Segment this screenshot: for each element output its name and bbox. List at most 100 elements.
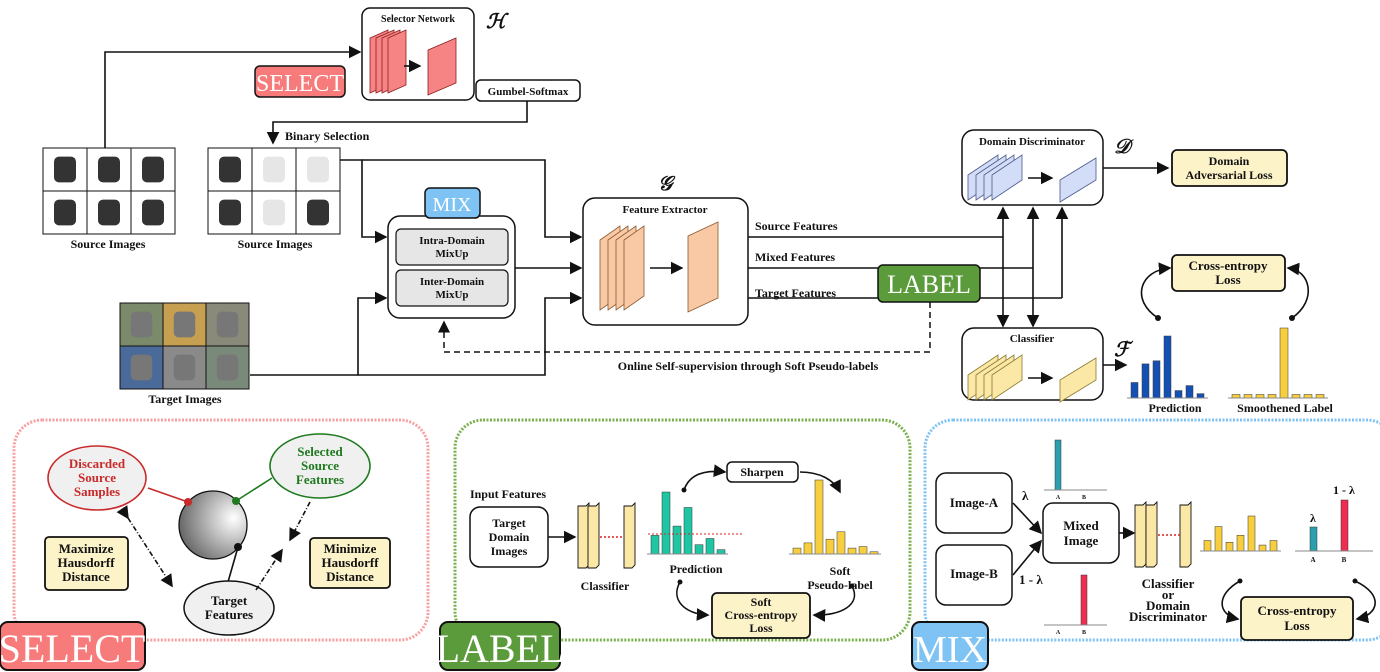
image-thumbnail <box>251 147 297 192</box>
bar <box>716 549 726 555</box>
select-panel <box>12 418 430 642</box>
discriminator-symbol: 𝒟 <box>1114 134 1134 158</box>
object-silhouette <box>142 156 164 183</box>
svg-text:Sharpen: Sharpen <box>740 465 784 479</box>
mixed-label-chart: λ 1 - λ A B <box>1295 483 1373 564</box>
mix-panel <box>923 418 1380 642</box>
pseudo-label-bars <box>789 479 881 555</box>
bar <box>1203 540 1212 552</box>
label-badge-top: LABEL <box>877 264 981 303</box>
select-badge-top: SELECT <box>254 65 346 98</box>
gumbel-softmax-box: Gumbel-Softmax <box>475 79 581 102</box>
source-features-label: Source Features <box>755 219 838 233</box>
bar <box>1236 535 1245 552</box>
target-images-grid <box>119 302 250 390</box>
feature-extractor-symbol: 𝒢 <box>658 171 676 195</box>
svg-text:LABEL: LABEL <box>887 270 971 299</box>
svg-text:Image-A: Image-A <box>950 495 999 510</box>
svg-text:Selector Network: Selector Network <box>381 14 455 25</box>
target-features-label: Target Features <box>755 286 836 300</box>
classifier: Classifier <box>961 327 1104 403</box>
bar <box>803 542 813 555</box>
object-silhouette <box>130 311 153 338</box>
object-silhouette <box>54 199 76 226</box>
bar <box>1291 394 1301 399</box>
smoothened-label-bars <box>1228 327 1328 399</box>
mix-badge: MIX <box>911 621 989 671</box>
prediction-label: Prediction <box>1148 401 1201 415</box>
image-b-box: Image-B <box>935 544 1013 606</box>
svg-text:A: A <box>1310 556 1315 564</box>
svg-text:A: A <box>1056 630 1061 636</box>
svg-text:Domain Discriminator: Domain Discriminator <box>979 136 1085 148</box>
label-classifier-label: Classifier <box>581 579 630 593</box>
bar <box>836 531 846 555</box>
object-silhouette <box>173 354 196 381</box>
svg-text:MIX: MIX <box>913 629 987 671</box>
source-images-label-2: Source Images <box>238 237 313 251</box>
binary-selection-label: Binary Selection <box>285 129 370 143</box>
selected-source-images-grid <box>207 147 341 235</box>
svg-text:B: B <box>1342 556 1347 564</box>
source-images-label: Source Images <box>71 237 146 251</box>
svg-text:Feature Extractor: Feature Extractor <box>622 204 707 216</box>
bar <box>672 525 682 555</box>
label-panel <box>453 418 912 642</box>
bar <box>858 546 868 555</box>
bar <box>792 547 802 555</box>
bar <box>1269 540 1278 552</box>
svg-text:SELECT: SELECT <box>0 626 145 671</box>
domain-discriminator: Domain Discriminator <box>961 129 1104 206</box>
svg-text:Image-B: Image-B <box>950 566 998 581</box>
mix-output-bars <box>1200 515 1281 552</box>
selector-planes <box>369 29 457 96</box>
bar <box>1247 515 1256 552</box>
svg-text:Classifier: Classifier <box>1010 333 1055 345</box>
bar <box>661 491 671 555</box>
feature-extractor: Feature Extractor <box>582 197 749 326</box>
bar <box>1303 394 1313 399</box>
selector-network: Selector Network <box>361 7 475 101</box>
object-silhouette <box>263 156 285 183</box>
label-classifier-layers <box>577 501 636 569</box>
object-silhouette <box>216 311 239 338</box>
online-self-supervision-label: Online Self-supervision through Soft Pse… <box>618 359 879 373</box>
bar <box>1196 393 1205 399</box>
object-silhouette <box>173 311 196 338</box>
object-silhouette <box>98 199 120 226</box>
prediction-bars <box>1127 335 1208 399</box>
input-features-label: Input Features <box>470 487 546 501</box>
bar <box>1130 382 1139 399</box>
bar <box>1214 526 1223 552</box>
object-silhouette <box>216 354 239 381</box>
one-minus-lambda-label: 1 - λ <box>1019 572 1043 587</box>
object-silhouette <box>307 156 329 183</box>
bar <box>1174 390 1183 399</box>
bar <box>705 538 715 555</box>
svg-text:B: B <box>1082 630 1086 636</box>
object-silhouette <box>142 199 164 226</box>
object-silhouette <box>219 199 241 226</box>
label-prediction-label: Prediction <box>669 562 722 576</box>
bar <box>650 535 660 555</box>
object-silhouette <box>307 199 329 226</box>
bar <box>1243 394 1253 399</box>
svg-text:B: B <box>1082 495 1086 501</box>
select-badge: SELECT <box>0 621 146 671</box>
mixed-features-label: Mixed Features <box>755 250 835 264</box>
svg-text:MIX: MIX <box>433 194 472 216</box>
bar <box>1231 394 1241 399</box>
bar <box>1267 394 1277 399</box>
